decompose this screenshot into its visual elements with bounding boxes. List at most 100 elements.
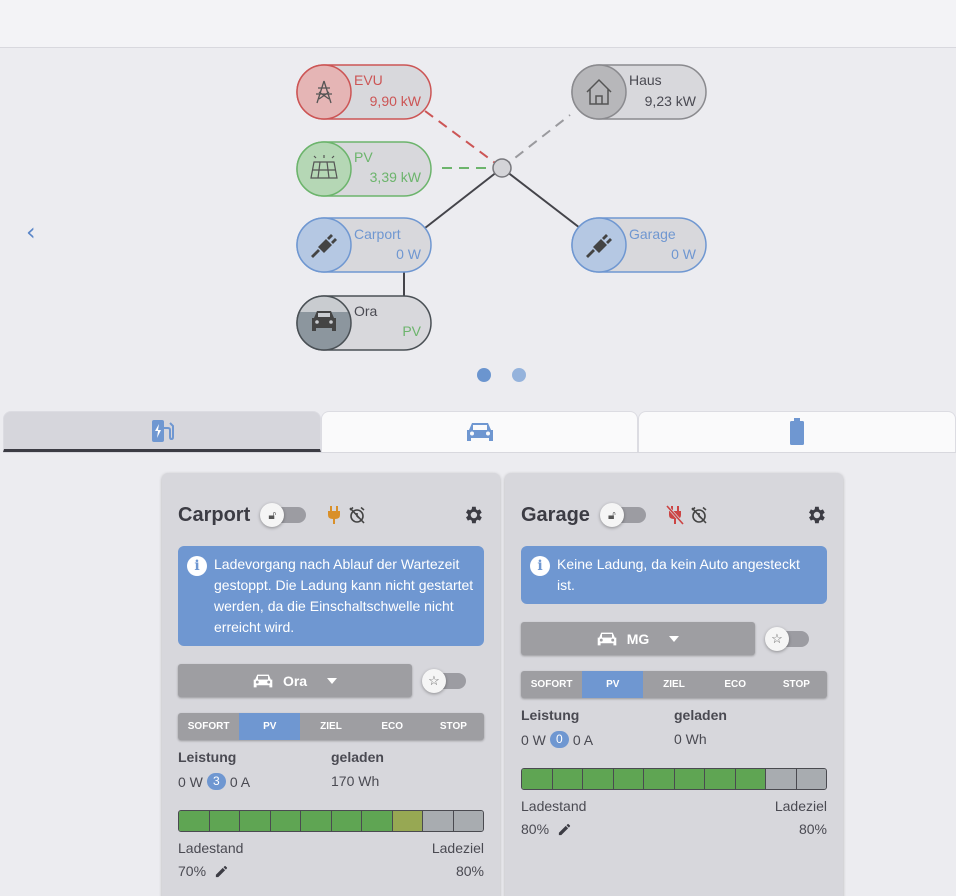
carport-node-value: 0 W [396, 246, 422, 262]
pencil-edit-icon[interactable] [557, 822, 572, 837]
current-value: 0 A [572, 731, 594, 748]
plug-icon [311, 234, 337, 258]
page-indicator [477, 368, 526, 382]
chevron-down-icon [327, 677, 338, 684]
target-label: Ladeziel [431, 840, 484, 856]
carport-flow-line [424, 167, 503, 229]
mode-stop[interactable]: STOP [439, 721, 467, 732]
soc-value: 70% [178, 863, 207, 879]
phase-count-badge: 0 [549, 731, 569, 748]
charged-value: 170 Wh [331, 773, 380, 789]
vehicle-select[interactable]: MG [521, 622, 755, 655]
charged-value: 0 Wh [674, 731, 707, 747]
pencil-edit-icon[interactable] [214, 864, 229, 879]
mode-sofort[interactable]: SOFORT [530, 679, 573, 690]
car-icon [597, 632, 617, 645]
charged-label: geladen [674, 707, 727, 723]
mode-eco[interactable]: ECO [724, 679, 747, 690]
soc-bar [178, 810, 484, 832]
ora-node-value: PV [402, 323, 421, 339]
power-pylon-icon [316, 80, 332, 104]
haus-value: 9,23 kW [645, 93, 697, 109]
tab-battery[interactable] [638, 411, 956, 452]
status-info-box: i Keine Ladung, da kein Auto angesteckt … [521, 546, 827, 604]
node-garage[interactable]: Garage 0 W [571, 217, 707, 273]
power-flow-diagram: EVU 9,90 kW PV 3,39 kW Haus 9,23 kW Carp… [296, 64, 707, 352]
mode-pv[interactable]: PV [239, 713, 301, 740]
plug-icon [586, 234, 612, 258]
alarm-off-icon [691, 506, 707, 524]
charging-station-icon [151, 419, 174, 442]
haus-label: Haus [629, 72, 662, 88]
vehicle-name: MG [626, 630, 650, 647]
favorite-toggle[interactable]: ☆ [765, 626, 809, 651]
star-icon: ☆ [422, 668, 446, 693]
alarm-off-icon [349, 506, 365, 524]
lock-toggle[interactable]: 🔓︎ [599, 503, 646, 527]
power-label: Leistung [521, 707, 580, 723]
lock-toggle[interactable]: 🔓︎ [260, 503, 307, 527]
garage-flow-line [501, 167, 581, 229]
garage-node-label: Garage [629, 226, 676, 242]
house-icon [586, 78, 612, 105]
node-evu[interactable]: EVU 9,90 kW [296, 64, 432, 120]
star-icon: ☆ [765, 626, 789, 651]
haus-flow-line [501, 114, 571, 169]
solar-panel-icon [310, 155, 338, 179]
info-icon: i [187, 556, 207, 576]
soc-label: Ladestand [521, 798, 587, 814]
power-value: 0 W [521, 731, 546, 748]
car-icon [312, 311, 336, 331]
target-value: 80% [455, 863, 484, 879]
card-title: Carport [178, 503, 251, 526]
battery-icon [790, 418, 805, 445]
page-dot-2[interactable] [512, 368, 526, 382]
settings-gear-icon[interactable] [462, 504, 484, 526]
evu-flow-line [424, 110, 503, 169]
chargepoint-card-carport: Carport 🔓︎ i Ladevorgang nach Ablauf der… [162, 473, 500, 896]
tab-chargepoints[interactable] [3, 411, 321, 452]
phase-count-badge: 3 [206, 773, 226, 790]
lock-icon: 🔓︎ [599, 503, 624, 527]
target-value: 80% [798, 821, 827, 837]
target-label: Ladeziel [774, 798, 827, 814]
mode-ziel[interactable]: ZIEL [663, 679, 685, 690]
vehicle-name: Ora [282, 672, 308, 689]
mode-ziel[interactable]: ZIEL [320, 721, 342, 732]
carport-node-label: Carport [354, 226, 401, 242]
status-message: Ladevorgang nach Ablauf der Wartezeit ge… [214, 556, 474, 635]
evu-value: 9,90 kW [370, 93, 422, 109]
node-ora[interactable]: Ora PV [296, 295, 432, 352]
node-carport[interactable]: Carport 0 W [296, 217, 432, 273]
center-hub [492, 158, 512, 178]
charge-mode-selector: SOFORT PV ZIEL ECO STOP [178, 713, 484, 740]
plug-connected-icon [328, 506, 341, 524]
mode-pv[interactable]: PV [582, 671, 644, 698]
pv-label: PV [354, 149, 373, 165]
plug-disconnected-icon [665, 505, 684, 525]
favorite-toggle[interactable]: ☆ [422, 668, 466, 693]
garage-node-value: 0 W [671, 246, 697, 262]
chargepoint-card-garage: Garage 🔓︎ i Keine Ladung, da kein Auto a… [505, 473, 843, 896]
vehicle-select[interactable]: Ora [178, 664, 412, 697]
status-info-box: i Ladevorgang nach Ablauf der Wartezeit … [178, 546, 484, 646]
tab-vehicles[interactable] [320, 411, 639, 452]
power-value: 0 W [178, 773, 203, 790]
card-title: Garage [521, 503, 590, 526]
mode-stop[interactable]: STOP [782, 679, 810, 690]
settings-gear-icon[interactable] [805, 504, 827, 526]
info-icon: i [530, 556, 550, 576]
pv-value: 3,39 kW [370, 169, 422, 185]
current-value: 0 A [229, 773, 251, 790]
mode-sofort[interactable]: SOFORT [187, 721, 230, 732]
soc-value: 80% [521, 821, 550, 837]
page-dot-1[interactable] [477, 368, 491, 382]
previous-page-arrow[interactable]: ‹ [26, 218, 36, 246]
mode-eco[interactable]: ECO [381, 721, 404, 732]
charged-label: geladen [331, 749, 384, 765]
evu-label: EVU [354, 72, 383, 88]
node-haus[interactable]: Haus 9,23 kW [571, 64, 707, 120]
car-icon [466, 423, 493, 441]
lock-icon: 🔓︎ [260, 503, 285, 527]
node-pv[interactable]: PV 3,39 kW [296, 141, 432, 197]
